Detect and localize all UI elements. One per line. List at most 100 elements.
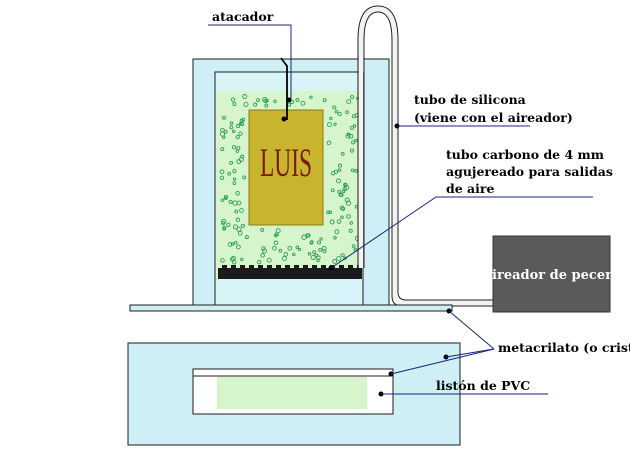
- bubble: [256, 98, 260, 102]
- bubble: [349, 125, 355, 130]
- bubble: [235, 217, 240, 222]
- base-plate: [129, 304, 453, 312]
- bubble: [326, 140, 332, 146]
- label-carbon-2: agujereado para salidas: [446, 164, 613, 179]
- pvc-strip: [217, 377, 367, 409]
- bubble: [334, 229, 340, 235]
- bubble: [307, 252, 312, 256]
- plate-point: [281, 116, 287, 122]
- bubble: [352, 124, 357, 128]
- bubble: [228, 199, 233, 204]
- carbon-hole: [276, 265, 281, 269]
- bubble: [345, 133, 351, 139]
- atacador-hanger: [280, 57, 288, 120]
- bubble: [261, 246, 266, 251]
- bubble: [329, 116, 333, 121]
- bubble: [314, 253, 319, 258]
- bubble: [222, 115, 226, 120]
- bubble: [351, 140, 356, 145]
- bubble: [273, 99, 277, 104]
- bubble: [345, 110, 349, 115]
- bubble: [327, 122, 332, 128]
- bubble: [241, 117, 246, 122]
- bubble: [322, 249, 327, 254]
- bubble: [232, 177, 237, 181]
- bubble: [340, 253, 345, 258]
- carbon-tube: [218, 268, 362, 279]
- silicone-tube-outer: [357, 5, 497, 301]
- label-liston: listón de PVC: [436, 378, 530, 393]
- bubble: [219, 131, 226, 137]
- carbon-hole: [303, 265, 308, 269]
- air-bubbles: [219, 94, 360, 265]
- carbon-hole: [267, 265, 272, 269]
- bubble: [326, 210, 330, 215]
- silicone-tube-inner: [363, 11, 497, 307]
- bubble: [337, 168, 342, 172]
- bubble: [266, 257, 272, 263]
- label-atacador: atacador: [212, 9, 274, 24]
- bubble: [240, 257, 244, 262]
- bubble: [346, 99, 352, 105]
- carbon-hole: [339, 265, 344, 269]
- bubble: [232, 200, 238, 206]
- bubble: [336, 256, 342, 262]
- bubble: [316, 240, 322, 245]
- bubble: [309, 95, 313, 99]
- bubble: [224, 196, 228, 201]
- bubble: [330, 188, 335, 193]
- bubble: [330, 171, 336, 176]
- aireador-box: [492, 235, 611, 313]
- bubble: [274, 232, 279, 237]
- bubble: [337, 189, 342, 194]
- bubble: [229, 160, 234, 165]
- bubble: [342, 186, 347, 192]
- silicone-tube-fill: [358, 6, 497, 306]
- carbon-hole: [294, 265, 299, 269]
- bubble: [292, 252, 296, 257]
- bubble: [322, 98, 327, 103]
- bubble: [351, 244, 356, 248]
- bubble: [239, 208, 244, 213]
- bubble: [340, 215, 344, 220]
- bubble: [233, 240, 238, 245]
- bubble: [227, 171, 232, 176]
- bubble: [272, 245, 277, 251]
- bubble: [232, 169, 237, 174]
- bubble: [234, 209, 239, 214]
- bubble: [232, 181, 237, 186]
- bubble: [346, 214, 351, 219]
- bubble: [236, 146, 241, 151]
- bubble: [219, 175, 225, 180]
- carbon-hole: [258, 265, 263, 269]
- bubble: [231, 145, 237, 150]
- bubble: [309, 240, 314, 245]
- bubble: [318, 247, 323, 252]
- bubble: [243, 101, 249, 107]
- bubble: [295, 98, 300, 102]
- bubble: [257, 259, 262, 265]
- bubble: [236, 244, 241, 250]
- carbon-hole: [321, 265, 326, 269]
- carbon-hole: [249, 265, 254, 269]
- bubble: [263, 98, 268, 104]
- bubble: [260, 253, 265, 258]
- bubble: [278, 248, 283, 253]
- bubble: [260, 227, 265, 232]
- bubble: [300, 100, 306, 106]
- bubble: [235, 191, 240, 196]
- bubble: [349, 221, 353, 225]
- bubble: [232, 224, 239, 230]
- bubble: [223, 129, 228, 134]
- bubble: [222, 227, 226, 231]
- bubble: [230, 257, 235, 262]
- carbon-tube-leader: [330, 196, 593, 269]
- bubble: [343, 183, 348, 188]
- bubble: [232, 101, 237, 107]
- etching-plate: [248, 109, 324, 226]
- bubble: [275, 228, 281, 234]
- atacador-leader: [208, 24, 292, 100]
- bubble: [231, 129, 236, 134]
- label-silicone-2: (viene con el aireador): [414, 110, 573, 125]
- bubble: [230, 255, 236, 261]
